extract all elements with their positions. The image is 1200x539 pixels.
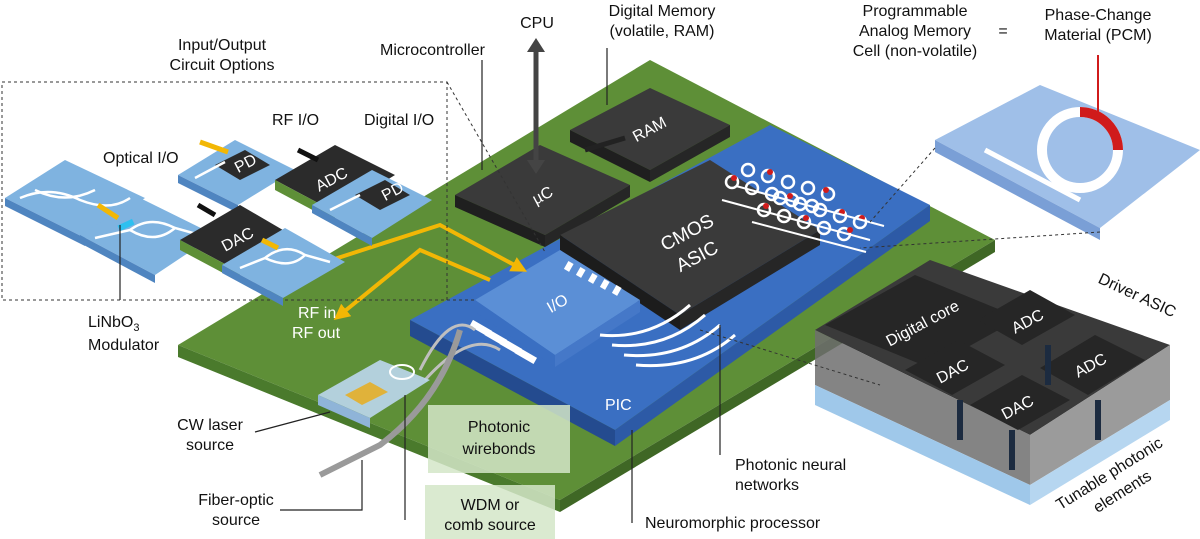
pnn-label-2: networks bbox=[735, 477, 799, 494]
pcm-label-1: Phase-Change bbox=[1045, 7, 1152, 24]
pcm-label-2: Material (PCM) bbox=[1044, 27, 1152, 44]
cw-laser-block bbox=[318, 360, 430, 428]
cmos-asic-chip bbox=[560, 160, 820, 330]
wdm-callout-box bbox=[425, 485, 555, 539]
uc-ram-link bbox=[584, 135, 626, 153]
cpu-link-arrow bbox=[527, 38, 545, 174]
pcm-inset-pointer-2 bbox=[859, 231, 1101, 249]
modulator-label: Modulator bbox=[88, 337, 160, 354]
driver-digital-core bbox=[825, 275, 1020, 368]
io-chip bbox=[475, 250, 640, 367]
io-options-box bbox=[1, 81, 448, 301]
io-options-title-2: Circuit Options bbox=[170, 57, 275, 74]
linbo3-label: LiNbO3 bbox=[88, 314, 139, 334]
analog-memory-label-3: Cell (non-volatile) bbox=[853, 43, 978, 60]
microcontroller-chip bbox=[455, 145, 630, 247]
photonic-wirebond-1 bbox=[418, 323, 476, 371]
driver-internal-arrows bbox=[957, 345, 1101, 470]
driver-dac-chip-2 bbox=[970, 375, 1070, 430]
optical-fiber bbox=[318, 329, 463, 478]
fiber-source-label-1: Fiber-optic bbox=[198, 492, 274, 509]
digital-io-pd-module bbox=[312, 170, 432, 246]
driver-dac-chip-1 bbox=[905, 340, 1005, 395]
io-options-title-1: Input/Output bbox=[178, 37, 267, 54]
cw-laser-label-1: CW laser bbox=[177, 417, 243, 434]
pcm-inset bbox=[935, 85, 1200, 240]
wdm-label-1: WDM or bbox=[461, 497, 520, 514]
io-pads bbox=[563, 261, 622, 296]
analog-memory-label-2: Analog Memory bbox=[859, 23, 971, 40]
wirebonds-label-2: wirebonds bbox=[462, 441, 536, 458]
wirebonds-label-1: Photonic bbox=[468, 419, 530, 436]
optical-io-label: Optical I/O bbox=[103, 150, 179, 167]
rf-in-label: RF in bbox=[298, 305, 336, 322]
photonic-wirebond-2 bbox=[423, 342, 501, 382]
linbo3-modulator-module bbox=[80, 198, 215, 283]
equals-sign: = bbox=[998, 23, 1007, 40]
ram-chip bbox=[570, 88, 730, 182]
driver-adc-chip-2 bbox=[1040, 335, 1145, 395]
analog-memory-label-1: Programmable bbox=[863, 3, 968, 20]
neuromorphic-label: Neuromorphic processor bbox=[645, 515, 821, 532]
ring-resonator-array bbox=[721, 162, 885, 253]
driver-asic-pointer bbox=[699, 329, 881, 386]
digital-memory-label-2: (volatile, RAM) bbox=[610, 23, 715, 40]
cw-laser-label-2: source bbox=[186, 437, 234, 454]
driver-adc-chip-1 bbox=[978, 290, 1075, 345]
leader-lines bbox=[119, 48, 721, 523]
driver-asic-label: Driver ASIC bbox=[1095, 271, 1178, 322]
pic-waveguides bbox=[599, 303, 736, 368]
fiber-source-label-2: source bbox=[212, 512, 260, 529]
rf-io-pd-module bbox=[178, 139, 295, 213]
pic-label: PIC bbox=[605, 397, 632, 414]
rf-out-label: RF out bbox=[292, 325, 341, 342]
cpu-label: CPU bbox=[520, 15, 554, 32]
pnn-label-1: Photonic neural bbox=[735, 457, 846, 474]
pcm-inset-pointer-1 bbox=[869, 147, 936, 223]
digital-io-label: Digital I/O bbox=[364, 112, 434, 129]
io-options-pointer-top bbox=[446, 81, 546, 253]
wirebonds-callout-box bbox=[428, 405, 570, 473]
rf-io-mod-module bbox=[222, 228, 345, 306]
microcontroller-label: Microcontroller bbox=[380, 42, 486, 59]
digital-memory-label-1: Digital Memory bbox=[609, 3, 716, 20]
rf-io-label: RF I/O bbox=[272, 112, 319, 129]
pic-wirebond-pads bbox=[469, 319, 538, 364]
wdm-label-2: comb source bbox=[444, 517, 536, 534]
